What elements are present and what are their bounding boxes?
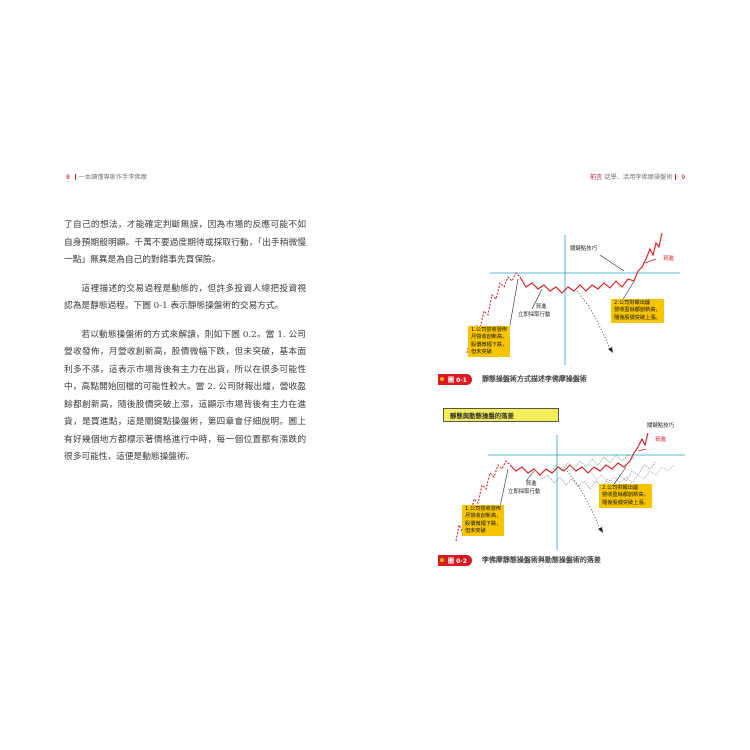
fig1-buy-action-label: 買進 立即採取行動 xyxy=(518,302,550,318)
left-book-title: 一本讀懂專家作手李佛摩 xyxy=(78,174,147,181)
fig2-box1-line1: 1.公司營收發佈 xyxy=(465,506,502,512)
fig1-box1-line4: 但未突破 xyxy=(471,348,492,355)
fig2-buy-label: 買進 xyxy=(655,437,666,443)
header-separator xyxy=(74,174,76,180)
price-path-solid xyxy=(509,432,649,476)
pointer-line xyxy=(621,280,635,302)
fig2-badge: 圖 0-2 xyxy=(438,554,472,566)
fig1-box2-line3: 隨後股價突破上漲。 xyxy=(614,314,661,321)
fig2-buy-action-label: 買進 立即採取行動 xyxy=(508,479,540,495)
price-path-solid xyxy=(519,232,663,294)
buy-arrow xyxy=(637,448,647,452)
fig1-buy-action-line1: 買進 xyxy=(535,304,547,310)
header-separator xyxy=(675,174,677,180)
paragraph-1: 了自己的想法，才能確定判斷無誤，因為市場的反應可能不如自身預期般明顯。千萬不要過… xyxy=(64,220,306,265)
fig2-buy-action-line2: 立即採取行動 xyxy=(508,489,541,495)
fig1-box2-line2: 營收盈餘都創新高， xyxy=(614,307,661,314)
fig1-buy-label: 買進 xyxy=(663,256,674,262)
fig2-box1-line2: 月營收創新高， xyxy=(465,513,502,520)
fig2-box1-line4: 但未突破 xyxy=(465,527,486,534)
fig1-buy-action-line2: 立即採取行動 xyxy=(518,312,551,318)
fig2-caption-text: 李佛摩靜態操盤術與動態操盤術的落差 xyxy=(481,556,601,564)
left-page-number: 8 xyxy=(66,174,70,181)
fig1-badge: 圖 0-1 xyxy=(438,373,472,385)
pointer-line xyxy=(611,466,627,488)
fig1-box1-line1: 1.公司營收發佈 xyxy=(471,327,508,333)
dynamic-path-gray-2 xyxy=(589,464,675,484)
fig1-caption: 圖 0-1 靜態操盤術方式描述李佛摩操盤術 xyxy=(438,373,587,385)
fig1-box2-line1: 2.公司財報出爐 xyxy=(614,300,651,306)
arrow-head xyxy=(598,527,603,533)
fig2-box2-line1: 2.公司財報出爐 xyxy=(602,485,639,491)
right-chapter-title: 話學、活用李佛摩操盤術 xyxy=(604,174,673,181)
pointer-line xyxy=(499,468,509,508)
fig2-box1: 1.公司營收發佈 月營收創新高， 股價微幅下跌， 但未突破 xyxy=(462,505,505,537)
pointer-line xyxy=(531,288,543,310)
arrow-head xyxy=(608,347,613,353)
fig2-box2-line2: 營收盈餘都創新高， xyxy=(602,492,649,499)
right-page-header: 前言 話學、活用李佛摩操盤術 9 xyxy=(590,172,685,181)
fig2-buy-action-line1: 買進 xyxy=(525,481,537,487)
fig2-box1-line3: 股價微幅下跌， xyxy=(465,520,502,527)
fig1-pivot-label: 關鍵點技巧 xyxy=(570,246,597,252)
left-page-header: 8 一本讀懂專家作手李佛摩 xyxy=(66,172,147,181)
pointer-line xyxy=(525,470,535,482)
alternative-path-dotted xyxy=(566,470,601,530)
alternative-path-dotted xyxy=(576,290,611,350)
fig1-box1: 1.公司營收發佈 月營收創新高， 股價微幅下跌， 但未突破 xyxy=(468,326,511,358)
fig2-box2: 2.公司財報出爐 營收盈餘都創新高， 隨後股價突破上漲。 xyxy=(599,484,652,508)
fig2-caption: 圖 0-2 李佛摩靜態操盤術與動態操盤術的落差 xyxy=(438,554,601,566)
paragraph-2: 這裡描述的交易過程是動態的，但許多投資人總把投資視認為是靜態過程。下圖 0-1 … xyxy=(64,283,306,312)
fig1-box1-line3: 股價微幅下跌， xyxy=(471,341,508,348)
fig2-title: 靜態與動態操盤的落差 xyxy=(443,408,559,422)
body-text: 了自己的想法，才能確定判斷無誤，因為市場的反應可能不如自身預期般明顯。千萬不要過… xyxy=(64,217,306,478)
pointer-line xyxy=(509,278,519,326)
paragraph-3: 若以動態操盤術的方式來解讀，則如下圖 0.2。當 1. 公司營收發佈，月營收創新… xyxy=(64,329,306,463)
dynamic-path-green xyxy=(549,454,635,474)
right-page-number: 9 xyxy=(681,174,686,181)
right-chapter-label: 前言 xyxy=(590,174,603,181)
dynamic-path-gray xyxy=(535,460,657,490)
fig1-caption-text: 靜態操盤術方式描述李佛摩操盤術 xyxy=(481,375,587,383)
fig1-box2: 2.公司財報出爐 營收盈餘都創新高， 隨後股價突破上漲。 xyxy=(611,299,664,323)
pointer-line xyxy=(599,254,625,272)
fig1-box1-line2: 月營收創新高， xyxy=(471,334,508,341)
buy-arrow xyxy=(644,258,657,264)
fig2-box2-line3: 隨後股價突破上漲。 xyxy=(602,499,649,506)
fig2-pivot-label: 關鍵點技巧 xyxy=(647,423,674,429)
